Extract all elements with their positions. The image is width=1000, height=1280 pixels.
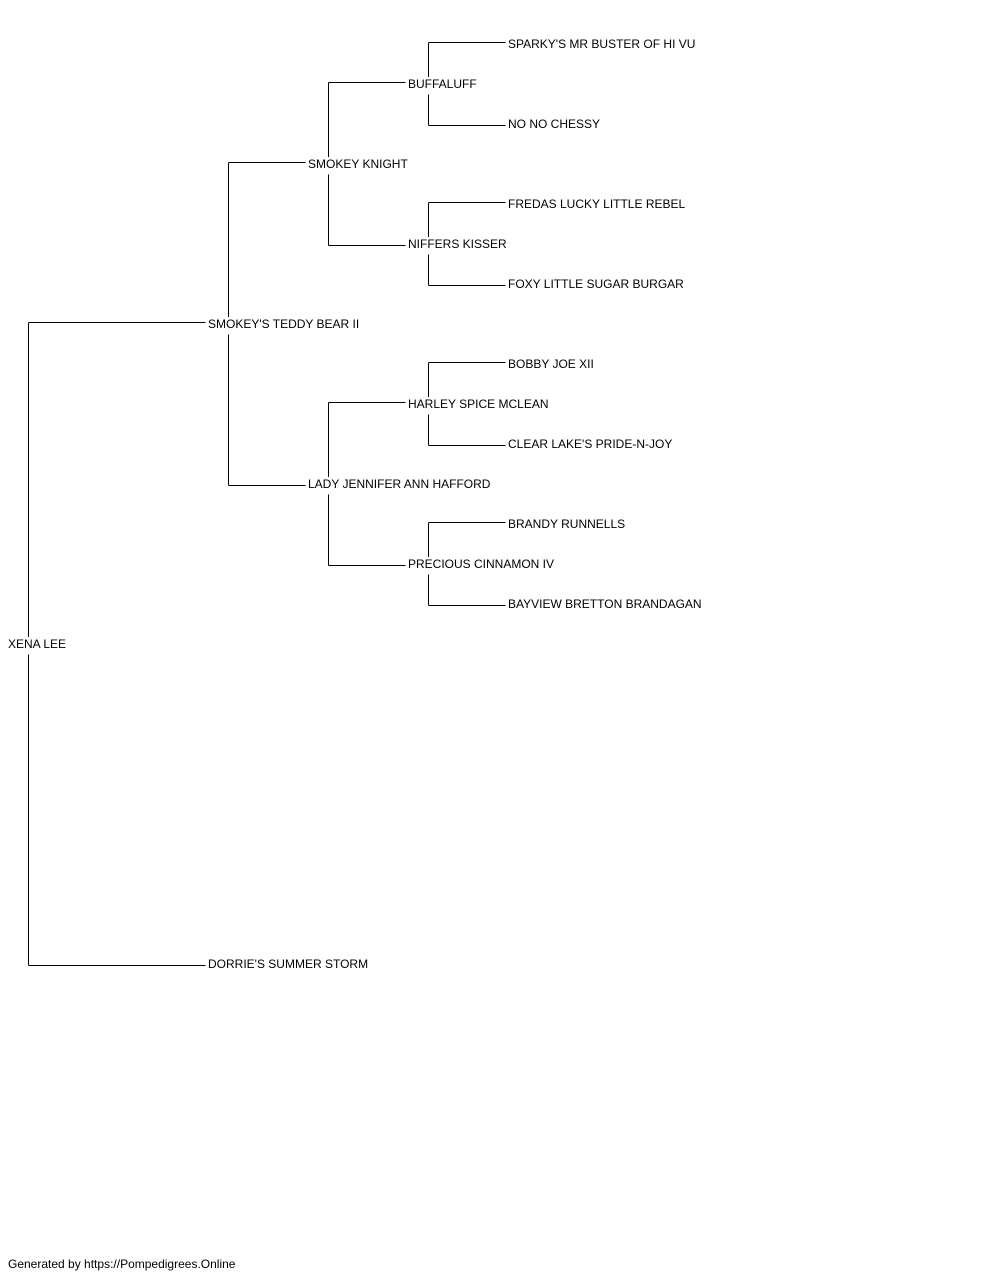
- sire-sire-dam-name: NIFFERS KISSER: [407, 237, 508, 251]
- great-grandparent-name: BAYVIEW BRETTON BRANDAGAN: [507, 597, 703, 611]
- great-grandparent-name: FOXY LITTLE SUGAR BURGAR: [507, 277, 685, 291]
- great-grandparent-name: FREDAS LUCKY LITTLE REBEL: [507, 197, 687, 211]
- sire-sire-sire-name: BUFFALUFF: [407, 77, 478, 91]
- great-grandparent-name: SPARKY'S MR BUSTER OF HI VU: [507, 37, 697, 51]
- generated-by-footer: Generated by https://Pompedigrees.Online: [8, 1257, 236, 1271]
- subject-dog-name: XENA LEE: [7, 637, 68, 651]
- dam-name: DORRIE'S SUMMER STORM: [207, 957, 370, 971]
- sire-sire-name: SMOKEY KNIGHT: [307, 157, 409, 171]
- great-grandparent-name: BRANDY RUNNELLS: [507, 517, 627, 531]
- great-grandparent-name: NO NO CHESSY: [507, 117, 602, 131]
- sire-dam-name: LADY JENNIFER ANN HAFFORD: [307, 477, 492, 491]
- sire-dam-dam-name: PRECIOUS CINNAMON IV: [407, 557, 556, 571]
- great-grandparent-name: BOBBY JOE XII: [507, 357, 595, 371]
- sire-name: SMOKEY'S TEDDY BEAR II: [207, 317, 361, 331]
- sire-dam-sire-name: HARLEY SPICE MCLEAN: [407, 397, 550, 411]
- great-grandparent-name: CLEAR LAKE'S PRIDE-N-JOY: [507, 437, 674, 451]
